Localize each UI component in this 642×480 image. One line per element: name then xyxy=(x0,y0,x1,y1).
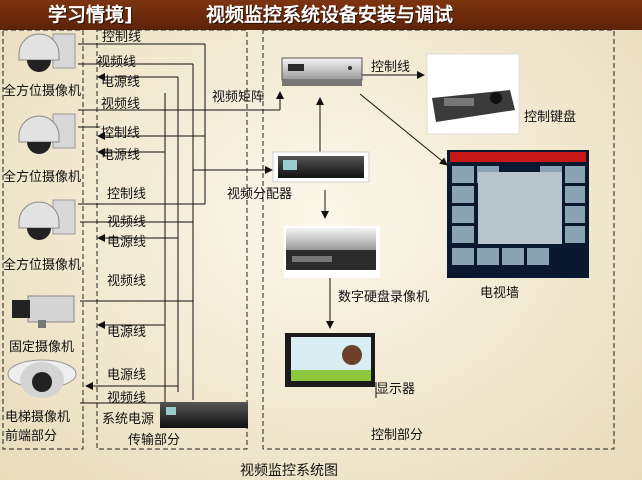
dome-camera-icon xyxy=(18,199,76,240)
camera-2 xyxy=(5,110,77,170)
camera-5 xyxy=(6,356,78,410)
display-icon xyxy=(285,333,375,387)
display-label: 显示器 xyxy=(376,382,416,397)
cable-label: 电源线 xyxy=(107,368,147,383)
camera-5-label: 电梯摄像机 xyxy=(5,410,71,425)
cable-label: 电源线 xyxy=(101,148,141,163)
cable-label: 控制线 xyxy=(371,60,411,75)
cable-label: 电源线 xyxy=(107,235,147,250)
cable-label: 控制线 xyxy=(102,30,142,45)
video-matrix-icon xyxy=(281,57,363,86)
dome-camera-icon xyxy=(18,113,76,154)
section-label: 学习情境] xyxy=(48,4,133,26)
title-bar: 学习情境] 视频监控系统设备安装与调试 xyxy=(0,0,642,30)
transmission-section-label: 传输部分 xyxy=(128,433,181,448)
control-section-label: 控制部分 xyxy=(371,428,424,443)
video-distributor-icon xyxy=(272,151,370,183)
cable-label: 电源线 xyxy=(107,325,147,340)
cable-label: 视频线 xyxy=(107,274,147,289)
page-title: 视频监控系统设备安装与调试 xyxy=(206,4,454,26)
cable-label: 控制线 xyxy=(101,126,141,141)
control-keyboard-label: 控制键盘 xyxy=(524,110,577,125)
cable-label: 视频线 xyxy=(101,97,141,112)
camera-2-label: 全方位摄像机 xyxy=(3,170,82,185)
dvr-label: 数字硬盘录像机 xyxy=(338,290,430,305)
front-section-label: 前端部分 xyxy=(5,429,58,444)
front-section-box xyxy=(2,29,84,450)
camera-3-label: 全方位摄像机 xyxy=(3,258,82,273)
cable-label: 视频线 xyxy=(107,215,147,230)
cable-label: 系统电源 xyxy=(102,412,155,427)
camera-4-label: 固定摄像机 xyxy=(9,340,75,355)
tv-wall-label: 电视墙 xyxy=(480,286,520,301)
camera-4 xyxy=(8,290,80,334)
camera-1-label: 全方位摄像机 xyxy=(3,84,82,99)
tv-wall-icon xyxy=(447,150,589,278)
cable-label: 电源线 xyxy=(101,75,141,90)
camera-3 xyxy=(5,196,77,256)
cable-label: 视频线 xyxy=(107,391,147,406)
cable-label: 控制线 xyxy=(107,187,147,202)
dome-camera-icon xyxy=(18,33,76,72)
video-matrix-label: 视频矩阵 xyxy=(212,90,265,105)
box-camera-icon xyxy=(12,295,75,328)
diagram-caption: 视频监控系统图 xyxy=(240,463,338,479)
control-keyboard-icon xyxy=(426,53,520,135)
video-distributor-label: 视频分配器 xyxy=(227,187,293,202)
dvr-icon xyxy=(284,226,380,278)
control-section-box xyxy=(262,29,615,450)
elevator-camera-icon xyxy=(7,359,77,398)
camera-1 xyxy=(5,32,77,88)
cable-label: 视频线 xyxy=(97,55,137,70)
transmission-device-icon xyxy=(160,402,248,428)
